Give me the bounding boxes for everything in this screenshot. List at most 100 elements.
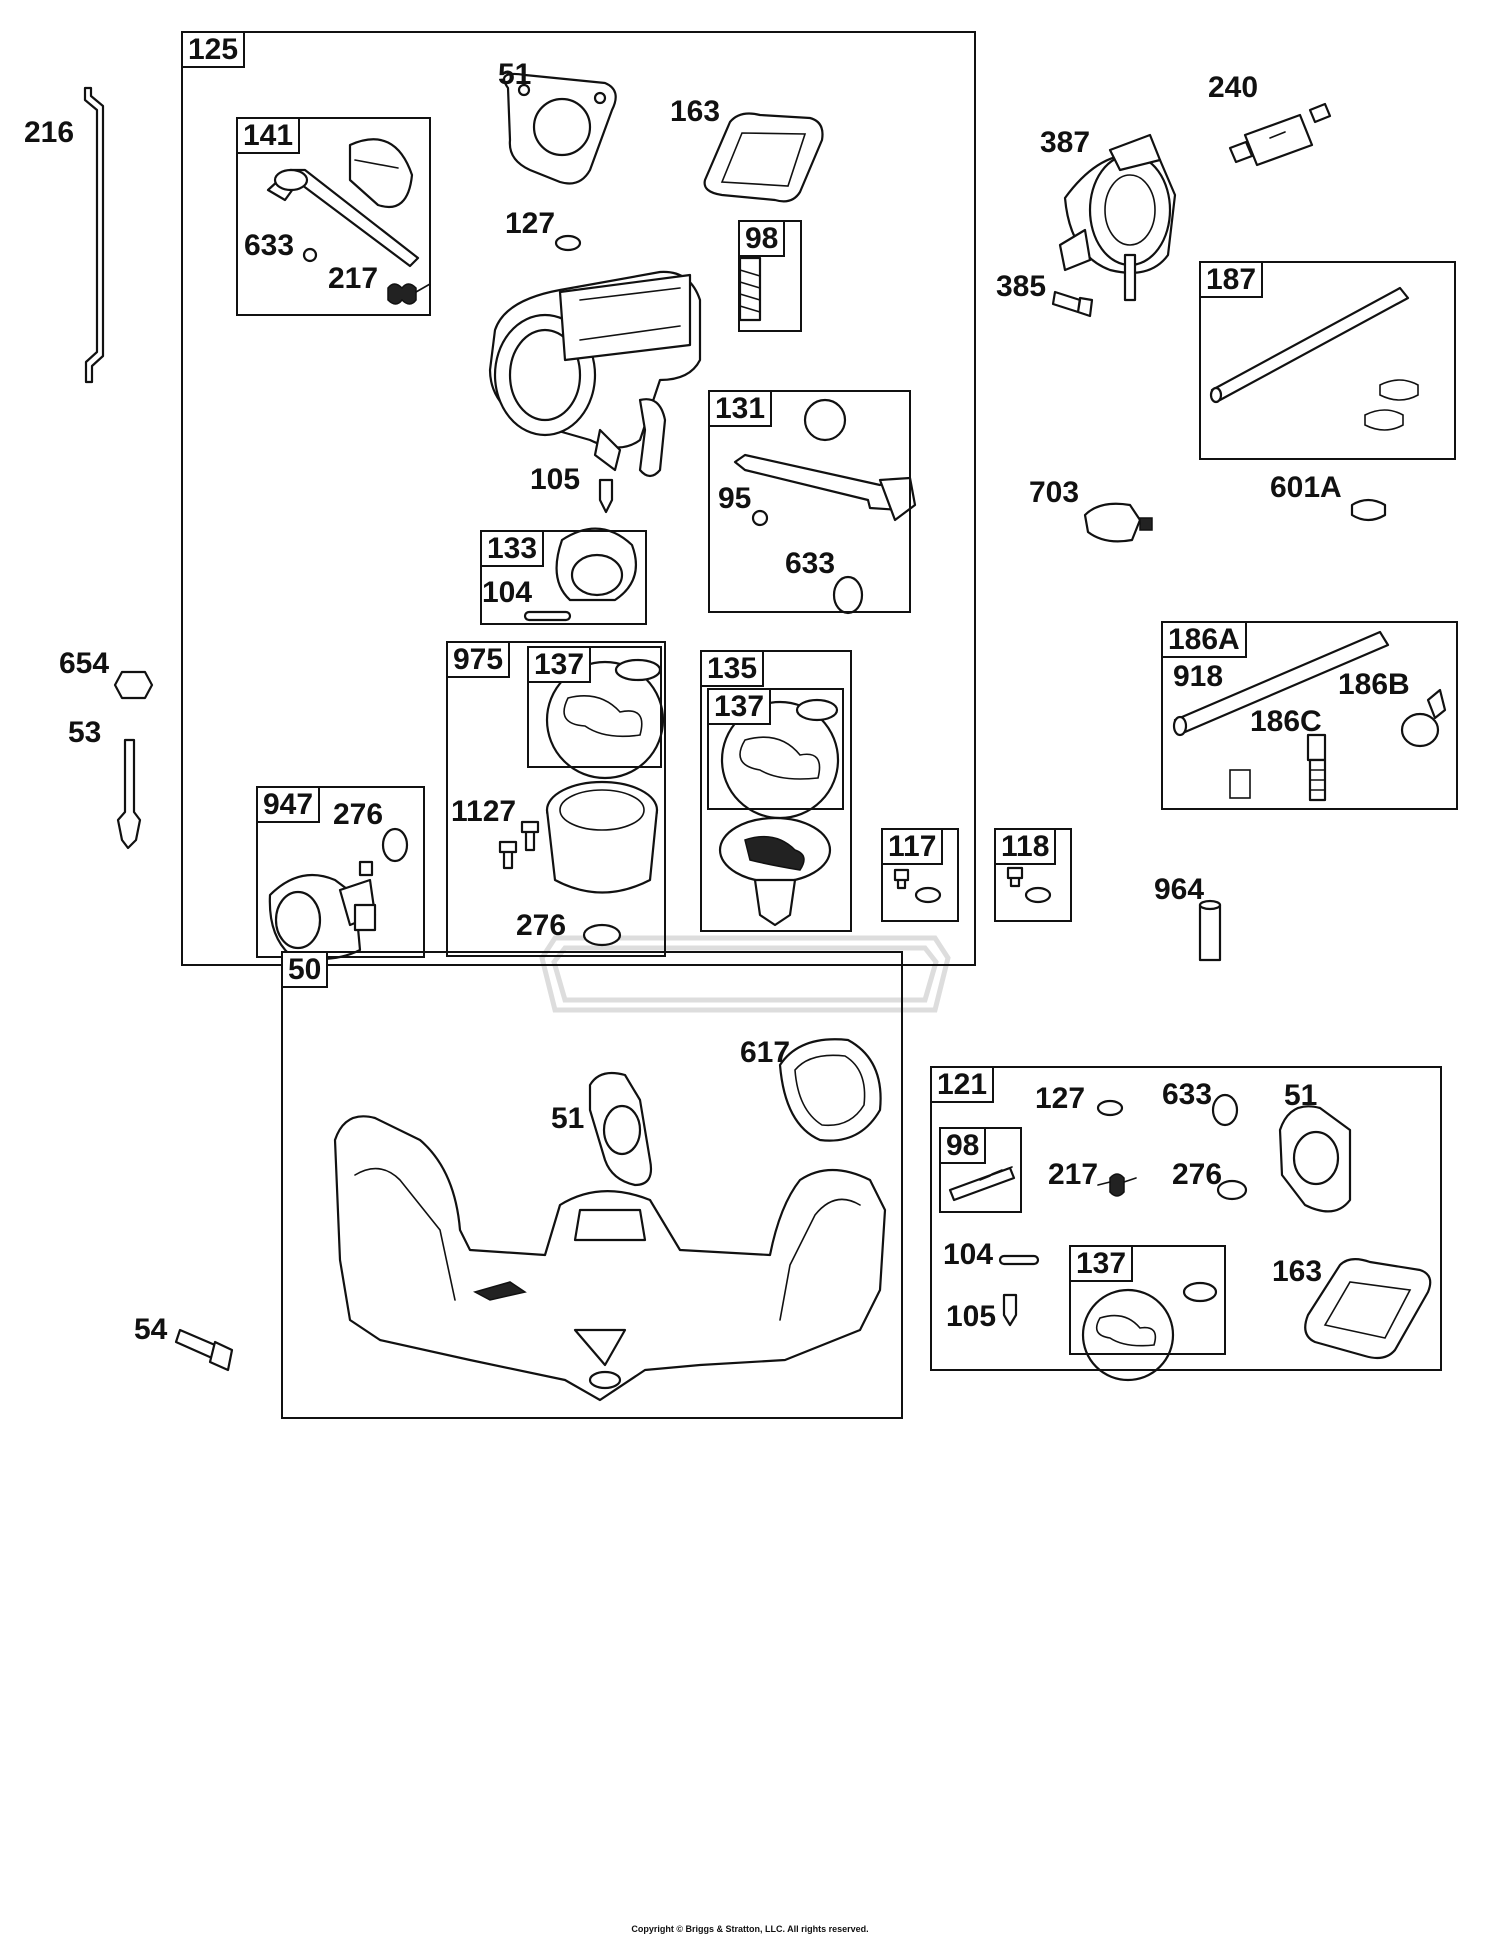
box-98-kit: 98 (939, 1127, 1022, 1213)
stud-53 (116, 738, 142, 850)
box-133: 133 (480, 530, 647, 625)
box-label-137-a: 137 (527, 646, 592, 683)
label-105-kit: 105 (946, 1300, 997, 1333)
box-label-121: 121 (930, 1066, 995, 1103)
gasket-137-kit (1081, 1288, 1175, 1382)
label-654: 654 (59, 647, 110, 680)
pin-104-kit (998, 1254, 1040, 1266)
solenoid-947 (268, 860, 377, 961)
brand-watermark (539, 935, 951, 1013)
throttle-plate (803, 398, 847, 442)
clamp-601A (1350, 498, 1387, 522)
box-131: 131 (708, 390, 911, 613)
label-217-kit: 217 (1048, 1158, 1099, 1191)
fitting-186C (1306, 733, 1327, 802)
label-54: 54 (134, 1313, 168, 1346)
bolt-54 (174, 1328, 217, 1360)
box-label-133: 133 (480, 530, 545, 567)
screw-118 (1006, 866, 1024, 888)
label-105-top: 105 (530, 463, 581, 496)
box-121: 121 (930, 1066, 1442, 1371)
box-141: 141 (236, 117, 431, 316)
label-127-top: 127 (505, 207, 556, 240)
screw-98-top (738, 256, 762, 322)
box-label-118: 118 (994, 828, 1057, 865)
label-617: 617 (740, 1036, 791, 1069)
box-135: 135 (700, 650, 852, 932)
box-label-975: 975 (446, 641, 511, 678)
box-label-947: 947 (256, 786, 321, 823)
box-137-kit: 137 (1069, 1245, 1226, 1355)
box-98-top: 98 (738, 220, 802, 332)
intake-manifold-50 (333, 1115, 887, 1402)
label-216: 216 (24, 116, 75, 149)
box-label-98-top: 98 (738, 220, 786, 257)
box-label-137-b: 137 (707, 688, 772, 725)
label-633-kit: 633 (1162, 1078, 1213, 1111)
label-51-top: 51 (498, 58, 532, 91)
label-276-b: 276 (516, 909, 567, 942)
plug-127-top (554, 234, 582, 252)
label-51-kit: 51 (1284, 1079, 1318, 1112)
label-217-top: 217 (328, 262, 379, 295)
float-needle-105-top (598, 478, 614, 514)
gasket-163-top (703, 112, 824, 203)
label-53: 53 (68, 716, 102, 749)
plug-127-kit (1096, 1099, 1124, 1117)
label-964: 964 (1154, 873, 1205, 906)
label-633-a: 633 (244, 229, 295, 262)
box-label-50: 50 (281, 951, 329, 988)
box-50: 50 (281, 951, 903, 1419)
fuel-pump-387 (1058, 133, 1177, 302)
label-601A: 601A (1270, 471, 1342, 504)
box-186A: 186A (1161, 621, 1458, 810)
box-label-141: 141 (236, 117, 301, 154)
pin-104-top (523, 610, 572, 622)
screw-385 (1051, 290, 1094, 318)
label-127-kit: 127 (1035, 1082, 1086, 1115)
valve-186B (1400, 688, 1447, 748)
label-633-b: 633 (785, 547, 836, 580)
label-387: 387 (1040, 126, 1091, 159)
washer-276-a (381, 827, 409, 863)
clip-703 (1083, 502, 1142, 543)
box-label-187: 187 (1199, 261, 1264, 298)
label-276-kit: 276 (1172, 1158, 1223, 1191)
box-137-a: 137 (527, 646, 662, 768)
label-163-kit: 163 (1272, 1255, 1323, 1288)
gasket-163-kit (1304, 1258, 1432, 1360)
box-label-125: 125 (181, 31, 246, 68)
box-label-137-kit: 137 (1069, 1245, 1134, 1282)
label-186C: 186C (1250, 705, 1322, 738)
box-label-117: 117 (881, 828, 944, 865)
box-label-186A: 186A (1161, 621, 1247, 658)
needle-105-kit (1002, 1293, 1018, 1327)
nut-654 (113, 670, 154, 700)
governor-link-rod (83, 86, 105, 384)
washer-276-kit (1216, 1179, 1248, 1201)
label-104-kit: 104 (943, 1238, 994, 1271)
spacer-964 (1198, 903, 1222, 962)
hose-connector (1229, 769, 1251, 799)
box-947: 947 (256, 786, 425, 958)
label-186B: 186B (1338, 668, 1410, 701)
gasket-137-a (545, 660, 665, 780)
box-label-98-kit: 98 (939, 1127, 987, 1164)
fuel-filter-240 (1228, 102, 1332, 167)
o-ring-137-kit (1182, 1281, 1218, 1303)
box-117: 117 (881, 828, 959, 922)
box-label-135: 135 (700, 650, 765, 687)
carburetor-body (488, 270, 702, 478)
screw-117 (893, 868, 910, 890)
label-385: 385 (996, 270, 1047, 303)
bolt-1127 (520, 820, 540, 852)
box-118: 118 (994, 828, 1072, 922)
label-703: 703 (1029, 476, 1080, 509)
label-276-a: 276 (333, 798, 384, 831)
label-104-top: 104 (482, 576, 533, 609)
box-137-b: 137 (707, 688, 844, 810)
label-95: 95 (718, 482, 752, 515)
copyright-notice: Copyright © Briggs & Stratton, LLC. All … (631, 1924, 869, 1934)
